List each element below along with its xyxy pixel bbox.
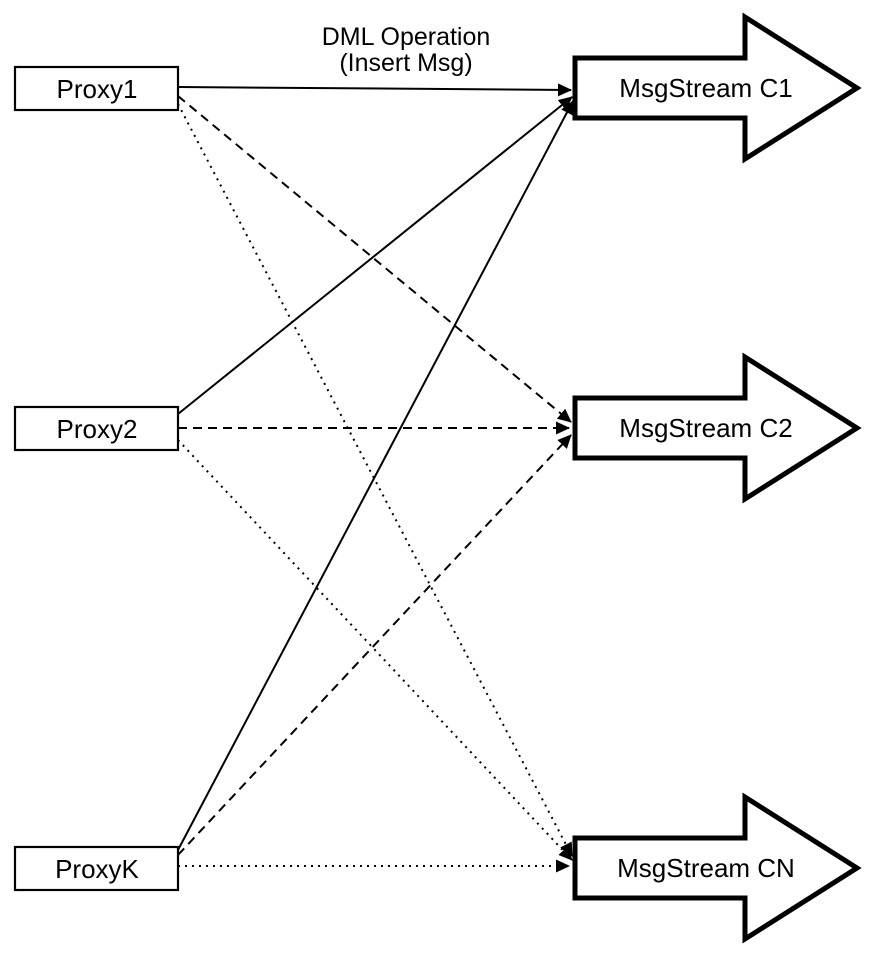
- edge-label-line1: DML Operation: [322, 23, 491, 51]
- node-proxyk: ProxyK: [13, 845, 180, 892]
- node-msgstream-c1: MsgStream C1: [572, 12, 862, 164]
- edge-proxy1-msgstream-cn: [177, 103, 573, 857]
- edge-proxy1-msgstream-c2: [177, 95, 572, 423]
- proxy1-label: Proxy1: [57, 74, 138, 104]
- proxy2-label: Proxy2: [57, 414, 138, 444]
- edge-proxy1-msgstream-c1: [177, 83, 572, 97]
- msgstream-c1-arrow-shape: [572, 12, 862, 164]
- msgstream-c1-label: MsgStream C1: [619, 73, 792, 103]
- proxy1-box: [13, 65, 180, 112]
- msgstream-cn-label: MsgStream CN: [617, 853, 795, 883]
- msgstream-c2-label: MsgStream C2: [619, 413, 792, 443]
- edge-proxy2-msgstream-c1: [177, 96, 573, 415]
- node-msgstream-c2: MsgStream C2: [572, 352, 862, 504]
- edge-proxyk-msgstream-c1: [177, 100, 574, 851]
- proxyk-box: [13, 845, 180, 892]
- node-proxy1: Proxy1: [13, 65, 180, 112]
- msgstream-c2-arrow-shape: [572, 352, 862, 504]
- edge-proxy2-msgstream-cn: [177, 439, 573, 861]
- edge-label-dml-operation: DML Operation (Insert Msg): [322, 23, 491, 77]
- node-msgstream-cn: MsgStream CN: [572, 792, 862, 944]
- edge-label-line2: (Insert Msg): [339, 49, 472, 77]
- proxy2-box: [13, 405, 180, 452]
- node-proxy2: Proxy2: [13, 405, 180, 452]
- edge-layer: [177, 83, 574, 873]
- msgstream-cn-arrow-shape: [572, 792, 862, 944]
- edge-proxyk-msgstream-c2: [177, 434, 572, 856]
- proxyk-label: ProxyK: [55, 854, 139, 884]
